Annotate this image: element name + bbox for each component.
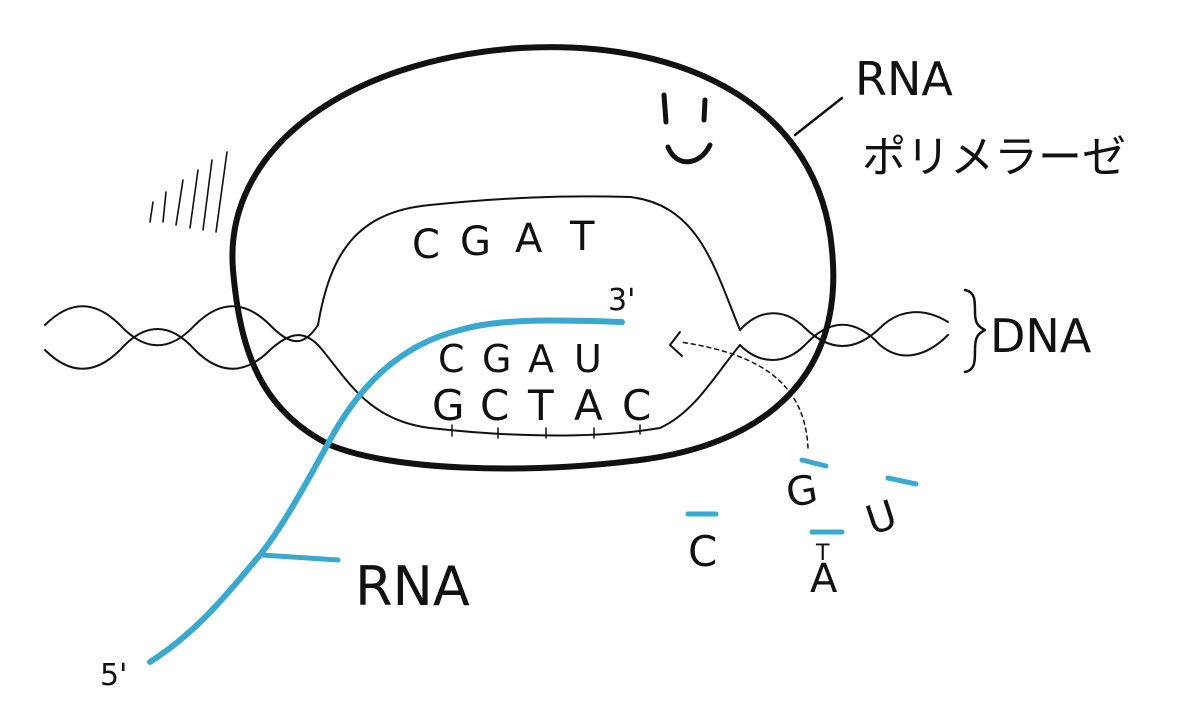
free-nucleotide-u: U — [860, 475, 919, 545]
template-base: C — [622, 381, 651, 430]
dna-brace — [963, 288, 987, 374]
template-base: T — [527, 381, 554, 430]
rna-label: RNA — [355, 555, 470, 618]
template-strand-bases: G C T A C — [432, 381, 651, 430]
free-nucleotide-letter: T — [815, 541, 830, 566]
top-strand-bases: C G A T — [412, 214, 595, 268]
polymerase-label-line1: RNA — [855, 52, 953, 106]
template-base: A — [574, 381, 603, 430]
free-nucleotide-t-top: T — [815, 541, 830, 566]
free-nucleotide-letter: C — [688, 527, 717, 576]
three-prime-label: 3' — [608, 283, 635, 318]
free-nucleotide-letter: A — [810, 556, 838, 602]
dna-helix-left — [44, 305, 319, 370]
top-base: C — [412, 222, 440, 268]
rna-base: C — [438, 337, 465, 381]
free-nucleotide-letter: U — [860, 492, 902, 545]
smiley-face — [661, 92, 713, 165]
top-base: A — [515, 216, 543, 262]
free-nucleotide-a: A — [809, 529, 845, 602]
rna-base: A — [528, 337, 554, 381]
dna-helix-right — [739, 311, 949, 361]
dna-label: DNA — [990, 309, 1092, 363]
template-base: C — [480, 381, 509, 430]
free-nucleotide-letter: G — [783, 466, 822, 517]
polymerase-leader-line — [793, 96, 844, 137]
top-base: G — [460, 219, 491, 265]
template-base: G — [432, 381, 465, 430]
rna-strand — [147, 317, 625, 665]
five-prime-label: 5' — [100, 658, 127, 693]
polymerase-label-line2: ポリメラーゼ — [862, 132, 1126, 183]
free-nucleotide-g: G — [783, 457, 829, 517]
rna-label-leader — [259, 552, 341, 563]
rna-strand-bases: C G A U — [438, 337, 602, 381]
free-nucleotide-c: C — [685, 511, 719, 576]
motion-lines — [149, 151, 228, 233]
top-base: T — [569, 214, 595, 260]
rna-base: G — [482, 337, 511, 381]
rna-base: U — [574, 337, 602, 381]
incoming-nucleotide-arrow — [669, 331, 809, 449]
base-pair-ticks — [451, 424, 641, 439]
